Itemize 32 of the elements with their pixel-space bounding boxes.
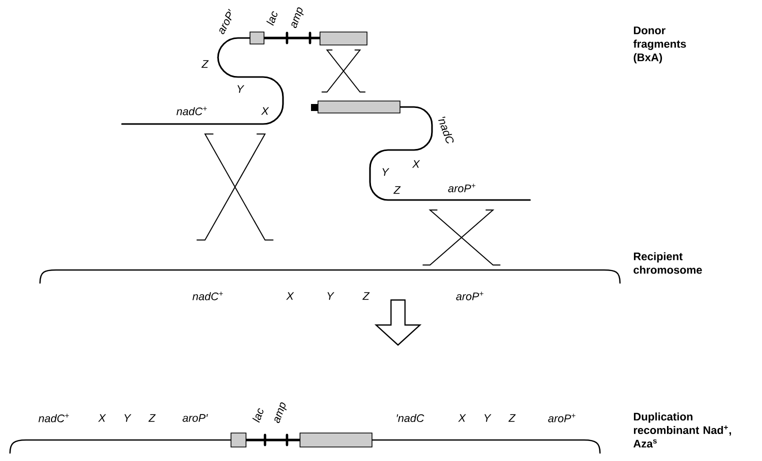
gene-label: Z [393, 186, 401, 194]
gene-label: aroP′ [182, 414, 208, 422]
gene-label: Z [201, 60, 209, 68]
gene-label: Y [124, 414, 132, 422]
gene-label: Y [382, 168, 390, 176]
gene-label: nadC$^{+}$ [176, 106, 207, 116]
gene-label: ′nadC [438, 116, 454, 144]
gene-label: amp [274, 402, 287, 424]
gene-label: X [261, 107, 269, 115]
side-label: Duplication recombinant Nad$^{+}$, Aza$^{s}$ [633, 412, 731, 448]
gene-label: aroP′ [219, 8, 232, 34]
gene-label: Y [327, 292, 334, 300]
gene-label: X [458, 414, 466, 422]
gene-label: aroP$^{+}$ [548, 414, 576, 422]
gene-label: aroP$^{+}$ [456, 292, 484, 300]
gene-label: X [286, 292, 294, 300]
gene-label: aroP$^{+}$ [448, 184, 476, 192]
gene-label: Z [362, 292, 370, 300]
gene-label: Z [148, 414, 156, 422]
side-label: Recipient chromosome [634, 252, 702, 274]
gene-label: lac [252, 408, 264, 423]
gene-label: amp [291, 7, 304, 28]
side-label: Donor fragments (BxA) [633, 26, 686, 64]
gene-label: ′nadC [396, 414, 424, 422]
gene-label: Z [508, 414, 516, 422]
gene-label: nadC$^{+}$ [38, 414, 69, 422]
gene-label: lac [266, 11, 278, 26]
gene-label: Y [484, 414, 492, 422]
gene-label: nadC$^{+}$ [192, 292, 223, 300]
gene-label: X [98, 414, 106, 422]
gene-label: X [412, 160, 420, 168]
gene-label: Y [237, 85, 244, 93]
